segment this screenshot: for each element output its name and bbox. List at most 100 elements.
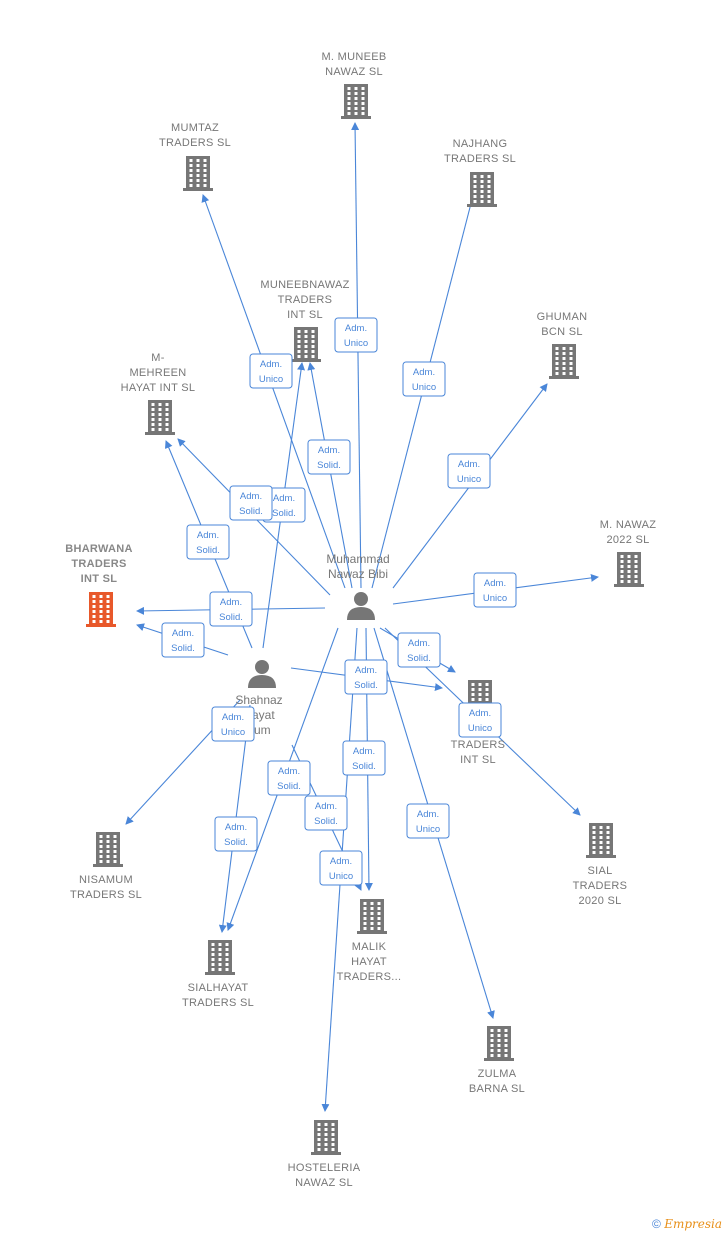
role-badge-box [229,485,273,521]
role-badge[interactable]: Adm.Unico [473,572,517,608]
company-node-mumtaz[interactable]: MUMTAZ TRADERS SL [159,122,231,191]
role-badge-text: Solid. [352,761,376,772]
role-badge[interactable]: Adm.Unico [211,706,255,742]
role-badge[interactable]: Adm.Solid. [214,816,258,852]
role-badge-text: Adm. [278,766,300,777]
role-badge-box [447,453,491,489]
role-badge[interactable]: Adm. Unico [249,353,293,389]
role-badge[interactable]: Adm.Unico [334,317,378,353]
role-badge-text: Solid. [317,460,341,471]
company-label: NISAMUM [79,874,133,886]
role-badge-text: Adm. [260,359,282,370]
role-badge-text: Adm. [220,597,242,608]
role-badge-box [458,702,502,738]
company-label: TRADERS SL [159,137,231,149]
role-badge-text: Solid. [407,653,431,664]
role-badge-text: Adm. [318,445,340,456]
company-label: M- [151,352,164,364]
role-badge-text: Solid. [171,643,195,654]
role-badge-text: Unico [416,824,440,835]
role-badge-text: Adm. [417,809,439,820]
company-node-nisamum[interactable]: NISAMUM TRADERS SL [70,832,142,901]
person-label: Nawaz Bibi [328,567,388,581]
role-badge-text: Solid. [196,545,220,556]
company-label: BARNA SL [469,1083,525,1095]
company-label: NAWAZ SL [325,66,383,78]
role-badge-box [211,706,255,742]
role-badge-box [214,816,258,852]
role-badge-box [406,803,450,839]
role-badge[interactable]: Adm. Solid. [307,439,351,475]
role-badge-text: Unico [221,727,245,738]
company-label: TRADERS SL [70,889,142,901]
role-badge-text: Solid. [314,816,338,827]
role-badge[interactable]: Adm.Unico [319,850,363,886]
role-badge-box [473,572,517,608]
role-badge-text: Solid. [277,781,301,792]
role-badge-text: Adm. [225,822,247,833]
role-badge-box [209,591,253,627]
role-badge-text: Adm. [240,491,262,502]
role-badge-text: Solid. [239,506,263,517]
role-badge-text: Unico [468,723,492,734]
role-badge-text: Adm. [413,367,435,378]
role-badge[interactable]: Adm.Solid. [344,659,388,695]
role-badge-box [319,850,363,886]
role-badge-text: Solid. [219,612,243,623]
building-icon [586,823,616,858]
company-label: SIAL [587,865,612,877]
company-label: BHARWANA [65,543,133,555]
role-badge[interactable]: Adm.Unico [447,453,491,489]
company-label: INT SL [81,573,118,585]
edge-muhammad-to-muneeb [351,122,362,589]
role-badge[interactable]: Adm.Unico [402,361,446,397]
role-badge-text: Adm. [355,665,377,676]
company-node-muneeb[interactable]: M. MUNEEBNAWAZ SL [321,51,386,119]
building-icon [467,172,497,207]
role-badge[interactable]: Adm. Unico [406,803,450,839]
role-badge-text: Adm. [273,493,295,504]
company-node-malik[interactable]: MALIKHAYATTRADERS... [337,899,402,983]
brand-logo: Empresia [664,1217,722,1231]
person-label: Muhammad [326,552,389,566]
company-label: MUMTAZ [171,122,219,134]
company-label: SIALHAYAT [188,982,249,994]
company-label: NAWAZ SL [295,1177,353,1189]
company-label: TRADERS SL [182,997,254,1009]
company-label: GHUMAN [537,311,588,323]
building-icon [145,400,175,435]
role-badge[interactable]: Adm. Solid. [267,760,311,796]
role-badge[interactable]: Adm.Solid. [397,632,441,668]
role-badge-text: Unico [259,374,283,385]
company-node-sialhayat[interactable]: SIALHAYAT TRADERS SL [182,940,254,1009]
edge-muhammad-to-muneebnawaz [307,362,353,589]
role-badge-text: Adm. [469,708,491,719]
role-badge[interactable]: Adm. Unico [458,702,502,738]
person-icon [347,592,375,620]
role-badge[interactable]: Adm. Solid. [229,485,273,521]
role-badge-box [304,795,348,831]
role-badge[interactable]: Adm.Solid. [161,622,205,658]
badges-layer: Adm.UnicoAdm.UnicoAdm.UnicoAdm.Solid.Adm… [161,317,517,886]
role-badge-text: Unico [483,593,507,604]
role-badge[interactable]: Adm. Solid. [209,591,253,627]
role-badge-text: Solid. [272,508,296,519]
role-badge[interactable]: Adm. Solid. [342,740,386,776]
company-label: HAYAT [351,956,387,968]
role-badge[interactable]: Adm.Solid. [186,524,230,560]
role-badge[interactable]: Adm.Solid. [304,795,348,831]
role-badge-box [186,524,230,560]
building-icon [86,592,116,627]
role-badge-text: Adm. [345,323,367,334]
role-badge-text: Adm. [353,746,375,757]
